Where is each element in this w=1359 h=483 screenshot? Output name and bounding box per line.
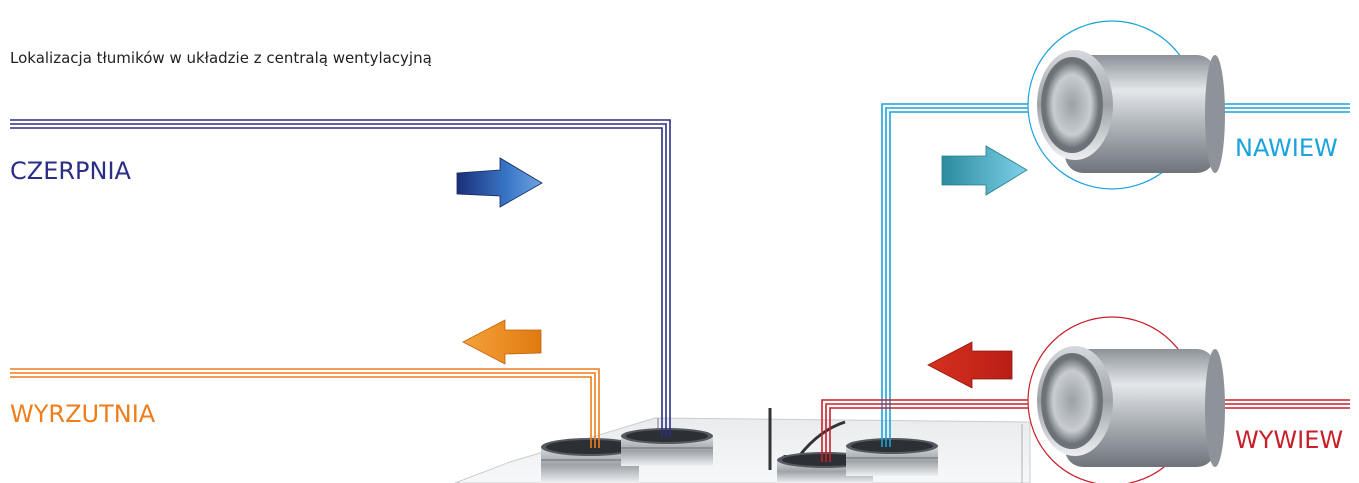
wywiew-silencer-icon [1028, 317, 1225, 483]
wywiew-label: WYWIEW [1235, 426, 1343, 454]
duct-collar-4 [846, 438, 938, 476]
czerpnia-arrow-icon [457, 158, 542, 207]
nawiew-arrow-icon [942, 146, 1027, 195]
diagram-caption: Lokalizacja tłumików w układzie z centra… [10, 49, 432, 67]
czerpnia-label: CZERPNIA [10, 157, 131, 185]
wyrzutnia-arrow-icon [463, 320, 541, 364]
duct-collar-2 [621, 428, 713, 466]
nawiew-silencer-icon [1028, 21, 1225, 189]
wyrzutnia-label: WYRZUTNIA [10, 400, 155, 428]
wywiew-arrow-icon [928, 342, 1012, 388]
nawiew-label: NAWIEW [1235, 134, 1338, 162]
